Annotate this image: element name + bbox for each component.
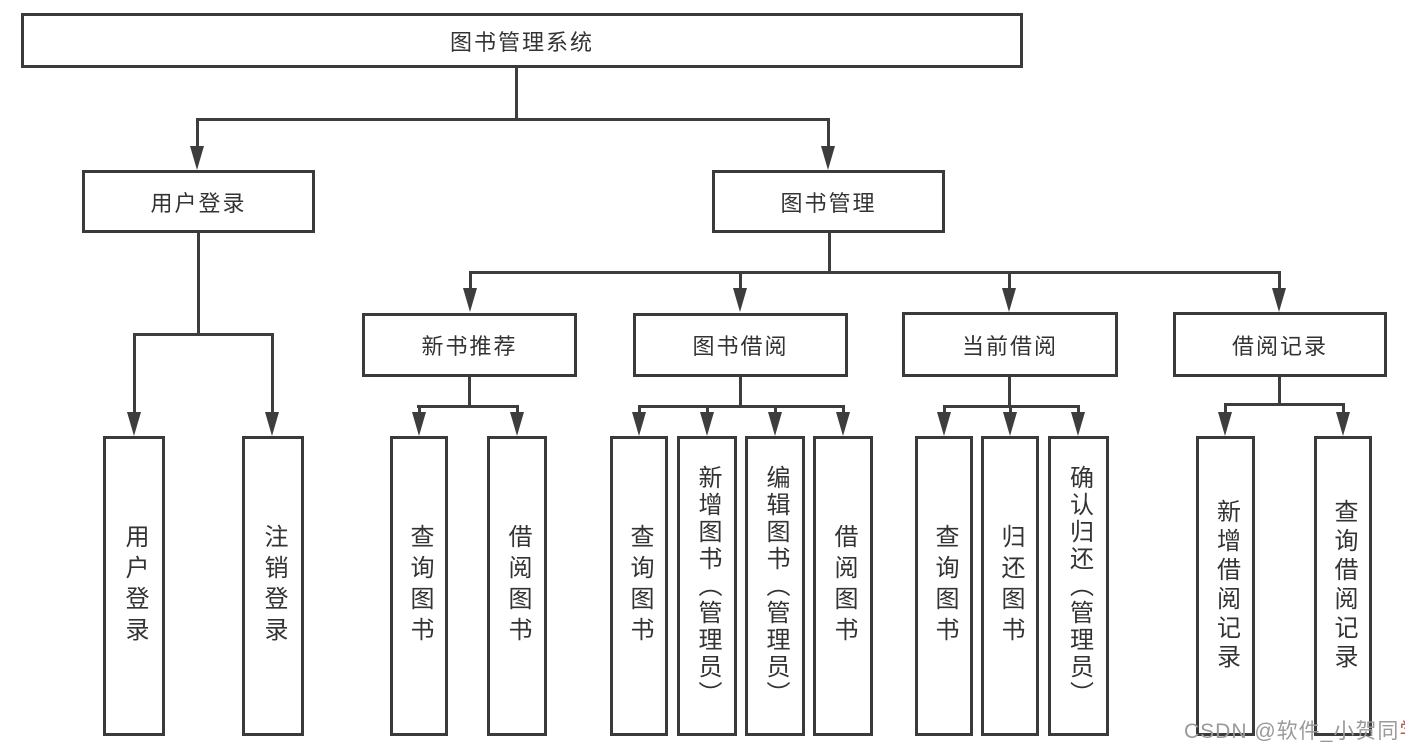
- node-current-borrow: 当前借阅: [902, 312, 1118, 377]
- connector-line: [418, 405, 421, 415]
- arrow-down-icon: [1336, 412, 1350, 436]
- connector-line: [1224, 403, 1227, 415]
- connector-line: [133, 333, 136, 414]
- arrow-down-icon: [265, 412, 279, 436]
- leaf-bb-edit-book-admin-label: 编辑图书（管理员）: [762, 464, 789, 708]
- node-book-mgmt: 图书管理: [712, 170, 945, 233]
- node-borrow-records-label: 借阅记录: [1231, 333, 1328, 359]
- leaf-bb-add-book-admin-label: 新增图书（管理员）: [694, 464, 721, 708]
- connector-line: [943, 405, 946, 415]
- leaf-user-login: 用户登录: [103, 436, 165, 736]
- arrow-down-icon: [127, 412, 141, 436]
- arrow-down-icon: [821, 146, 835, 170]
- connector-line: [1008, 377, 1011, 408]
- connector-line: [468, 377, 471, 408]
- leaf-bb-borrow-book: 借阅图书: [813, 436, 873, 736]
- arrow-down-icon: [632, 412, 646, 436]
- connector-line: [1224, 403, 1345, 406]
- leaf-nbr-borrow-book-label: 借阅图书: [504, 524, 531, 648]
- leaf-nbr-borrow-book: 借阅图书: [487, 436, 547, 736]
- connector-line: [638, 405, 845, 408]
- arrow-down-icon: [733, 288, 747, 312]
- connector-line: [469, 271, 472, 291]
- leaf-bb-add-book-admin: 新增图书（管理员）: [677, 436, 737, 736]
- leaf-cb-query-book: 查询图书: [915, 436, 973, 736]
- arrow-down-icon: [412, 412, 426, 436]
- leaf-br-add-record: 新增借阅记录: [1196, 436, 1255, 736]
- leaf-bb-edit-book-admin: 编辑图书（管理员）: [745, 436, 805, 736]
- connector-line: [516, 405, 519, 415]
- arrow-down-icon: [463, 288, 477, 312]
- node-current-borrow-label: 当前借阅: [961, 333, 1058, 359]
- watermark: CSDN @软件_小贺同学: [1184, 715, 1405, 745]
- connector-line: [515, 68, 518, 120]
- leaf-logout-label: 注销登录: [260, 524, 287, 648]
- connector-line: [196, 118, 830, 121]
- connector-line: [1009, 405, 1012, 415]
- node-book-mgmt-label: 图书管理: [780, 190, 877, 216]
- connector-line: [196, 118, 199, 150]
- connector-line: [827, 118, 830, 150]
- connector-line: [1278, 271, 1281, 291]
- connector-line: [197, 233, 200, 336]
- leaf-nbr-query-book-label: 查询图书: [406, 524, 433, 648]
- leaf-logout: 注销登录: [242, 436, 304, 736]
- leaf-br-query-record: 查询借阅记录: [1314, 436, 1372, 736]
- connector-line: [1008, 271, 1011, 291]
- arrow-down-icon: [510, 412, 524, 436]
- node-user-login-label: 用户登录: [150, 190, 247, 216]
- connector-line: [774, 405, 777, 415]
- arrow-down-icon: [1003, 412, 1017, 436]
- node-book-borrow-label: 图书借阅: [692, 334, 789, 359]
- connector-line: [1077, 405, 1080, 415]
- leaf-br-add-record-label: 新增借阅记录: [1212, 499, 1240, 673]
- leaf-br-query-record-label: 查询借阅记录: [1330, 499, 1357, 673]
- leaf-cb-query-book-label: 查询图书: [931, 524, 958, 648]
- leaf-cb-confirm-return-admin: 确认归还（管理员）: [1048, 436, 1109, 736]
- node-book-borrow: 图书借阅: [633, 313, 848, 377]
- connector-line: [469, 271, 1281, 274]
- node-borrow-records: 借阅记录: [1173, 312, 1387, 377]
- connector-line: [1278, 377, 1281, 406]
- node-root-label: 图书管理系统: [449, 29, 594, 55]
- arrow-down-icon: [768, 412, 782, 436]
- node-user-login: 用户登录: [82, 170, 315, 233]
- connector-line: [739, 271, 742, 291]
- node-new-book-rec: 新书推荐: [362, 313, 577, 377]
- connector-line: [271, 333, 274, 414]
- leaf-bb-query-book-label: 查询图书: [626, 524, 653, 648]
- leaf-cb-confirm-return-admin-label: 确认归还（管理员）: [1065, 464, 1093, 708]
- arrow-down-icon: [190, 146, 204, 170]
- arrow-down-icon: [1218, 412, 1232, 436]
- connector-line: [133, 333, 274, 336]
- watermark-red-text: 学: [1399, 720, 1405, 743]
- arrow-down-icon: [1272, 288, 1286, 312]
- leaf-cb-return-book-label: 归还图书: [997, 524, 1024, 648]
- connector-line: [706, 405, 709, 415]
- leaf-nbr-query-book: 查询图书: [390, 436, 448, 736]
- connector-line: [739, 377, 742, 408]
- arrow-down-icon: [1071, 412, 1085, 436]
- arrow-down-icon: [937, 412, 951, 436]
- connector-line: [1342, 403, 1345, 415]
- connector-line: [828, 233, 831, 274]
- leaf-bb-query-book: 查询图书: [610, 436, 668, 736]
- arrow-down-icon: [836, 412, 850, 436]
- leaf-bb-borrow-book-label: 借阅图书: [830, 524, 857, 648]
- leaf-user-login-label: 用户登录: [121, 524, 148, 648]
- node-root: 图书管理系统: [21, 13, 1023, 68]
- leaf-cb-return-book: 归还图书: [981, 436, 1039, 736]
- connector-line: [842, 405, 845, 415]
- connector-line: [638, 405, 641, 415]
- arrow-down-icon: [700, 412, 714, 436]
- node-new-book-rec-label: 新书推荐: [421, 334, 518, 359]
- connector-line: [417, 405, 519, 408]
- arrow-down-icon: [1002, 288, 1016, 312]
- watermark-gray-text: CSDN @软件_小贺同: [1184, 720, 1400, 743]
